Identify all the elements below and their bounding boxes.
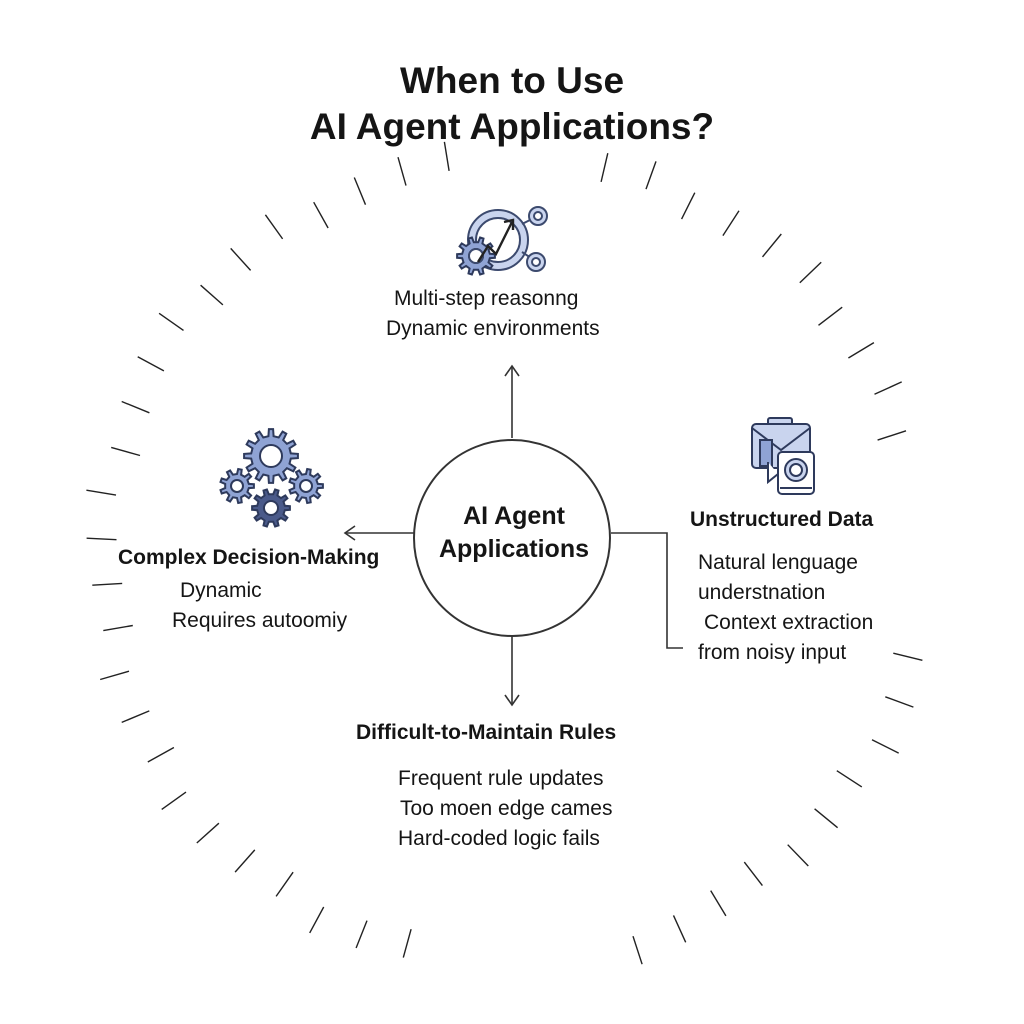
tick-mark — [893, 652, 923, 661]
tick-mark — [355, 920, 368, 949]
tick-mark — [680, 192, 696, 220]
tick-mark — [848, 342, 875, 359]
arrowhead-left — [343, 525, 356, 541]
tick-mark — [196, 822, 220, 844]
tick-mark — [161, 791, 187, 810]
connector-right — [611, 532, 683, 649]
arrowhead-top — [504, 364, 520, 377]
tick-mark — [92, 582, 123, 586]
gears-icon — [219, 428, 324, 528]
tick-mark — [443, 141, 450, 172]
center-label: AI Agent Applications — [414, 500, 614, 566]
top-node-text: Multi-step reasonng Dynamic environments — [386, 284, 600, 344]
top-node-line-2: Dynamic environments — [386, 317, 600, 340]
radial-tick-marks — [86, 141, 923, 965]
gear-hole — [259, 444, 283, 468]
tick-mark — [885, 696, 914, 708]
tick-mark — [137, 356, 165, 372]
tick-mark — [871, 739, 900, 754]
document-camera-icon — [751, 417, 815, 495]
tick-mark — [200, 284, 224, 306]
right-node-line-3: Context extraction — [704, 611, 874, 634]
tick-mark — [818, 306, 843, 326]
tick-mark — [877, 430, 907, 441]
gear-hole — [263, 500, 279, 516]
tick-mark — [86, 489, 117, 496]
left-node-line-2: Requires autoomiy — [172, 609, 348, 632]
tick-mark — [264, 214, 284, 240]
tick-mark — [632, 935, 643, 965]
gear-hole — [299, 479, 313, 493]
tick-mark — [147, 746, 175, 763]
tick-mark — [645, 161, 657, 190]
tick-mark — [158, 312, 184, 331]
bottom-node-line-3: Hard-coded logic fails — [398, 827, 600, 850]
tick-mark — [234, 849, 256, 873]
tick-mark — [874, 381, 902, 395]
left-node-text: Dynamic Requires autoomiy — [172, 576, 347, 636]
right-node-line-4: from noisy input — [698, 641, 847, 664]
tick-mark — [121, 710, 150, 724]
bottom-node-text: Frequent rule updates Too moen edge came… — [398, 764, 612, 854]
tick-mark — [103, 624, 133, 632]
tick-mark — [761, 233, 782, 258]
tick-mark — [799, 261, 822, 284]
title-line-2: AI Agent Applications? — [309, 106, 715, 147]
tick-mark — [600, 153, 609, 183]
top-node-line-1: Multi-step reasonng — [394, 287, 579, 310]
tick-mark — [111, 446, 141, 457]
diagram-title: When to Use AI Agent Applications? — [0, 58, 1024, 150]
tick-mark — [86, 537, 117, 541]
right-node-line-2: understnation — [698, 581, 826, 604]
right-node-heading: Unstructured Data — [690, 508, 874, 531]
tick-mark — [397, 157, 407, 186]
title-line-1: When to Use — [399, 60, 625, 101]
gear-chart-network-icon — [456, 206, 548, 276]
bottom-node-line-1: Frequent rule updates — [398, 767, 604, 790]
tick-mark — [836, 770, 863, 788]
tick-mark — [121, 400, 150, 414]
tick-mark — [672, 915, 687, 943]
tick-mark — [309, 906, 325, 934]
left-node-heading: Complex Decision-Making — [118, 546, 380, 569]
tick-mark — [814, 808, 839, 829]
tick-mark — [710, 890, 727, 917]
tick-mark — [402, 929, 412, 958]
tick-mark — [787, 844, 809, 867]
arrowhead-bottom — [504, 694, 520, 707]
tick-mark — [353, 177, 367, 205]
center-label-line-2: Applications — [438, 535, 589, 563]
tick-mark — [100, 670, 130, 681]
bottom-node-heading: Difficult-to-Maintain Rules — [356, 721, 617, 744]
right-node-text: Natural lenguage understnation Context e… — [698, 548, 873, 668]
center-label-line-1: AI Agent — [463, 502, 565, 530]
bottom-node-line-2: Too moen edge cames — [400, 797, 613, 820]
tick-mark — [743, 861, 763, 887]
right-node-line-1: Natural lenguage — [698, 551, 858, 574]
tick-mark — [313, 201, 329, 229]
gear-hole — [230, 479, 244, 493]
left-node-line-1: Dynamic — [180, 579, 262, 602]
tick-mark — [275, 871, 294, 897]
tick-mark — [230, 247, 252, 271]
tick-mark — [722, 210, 740, 236]
